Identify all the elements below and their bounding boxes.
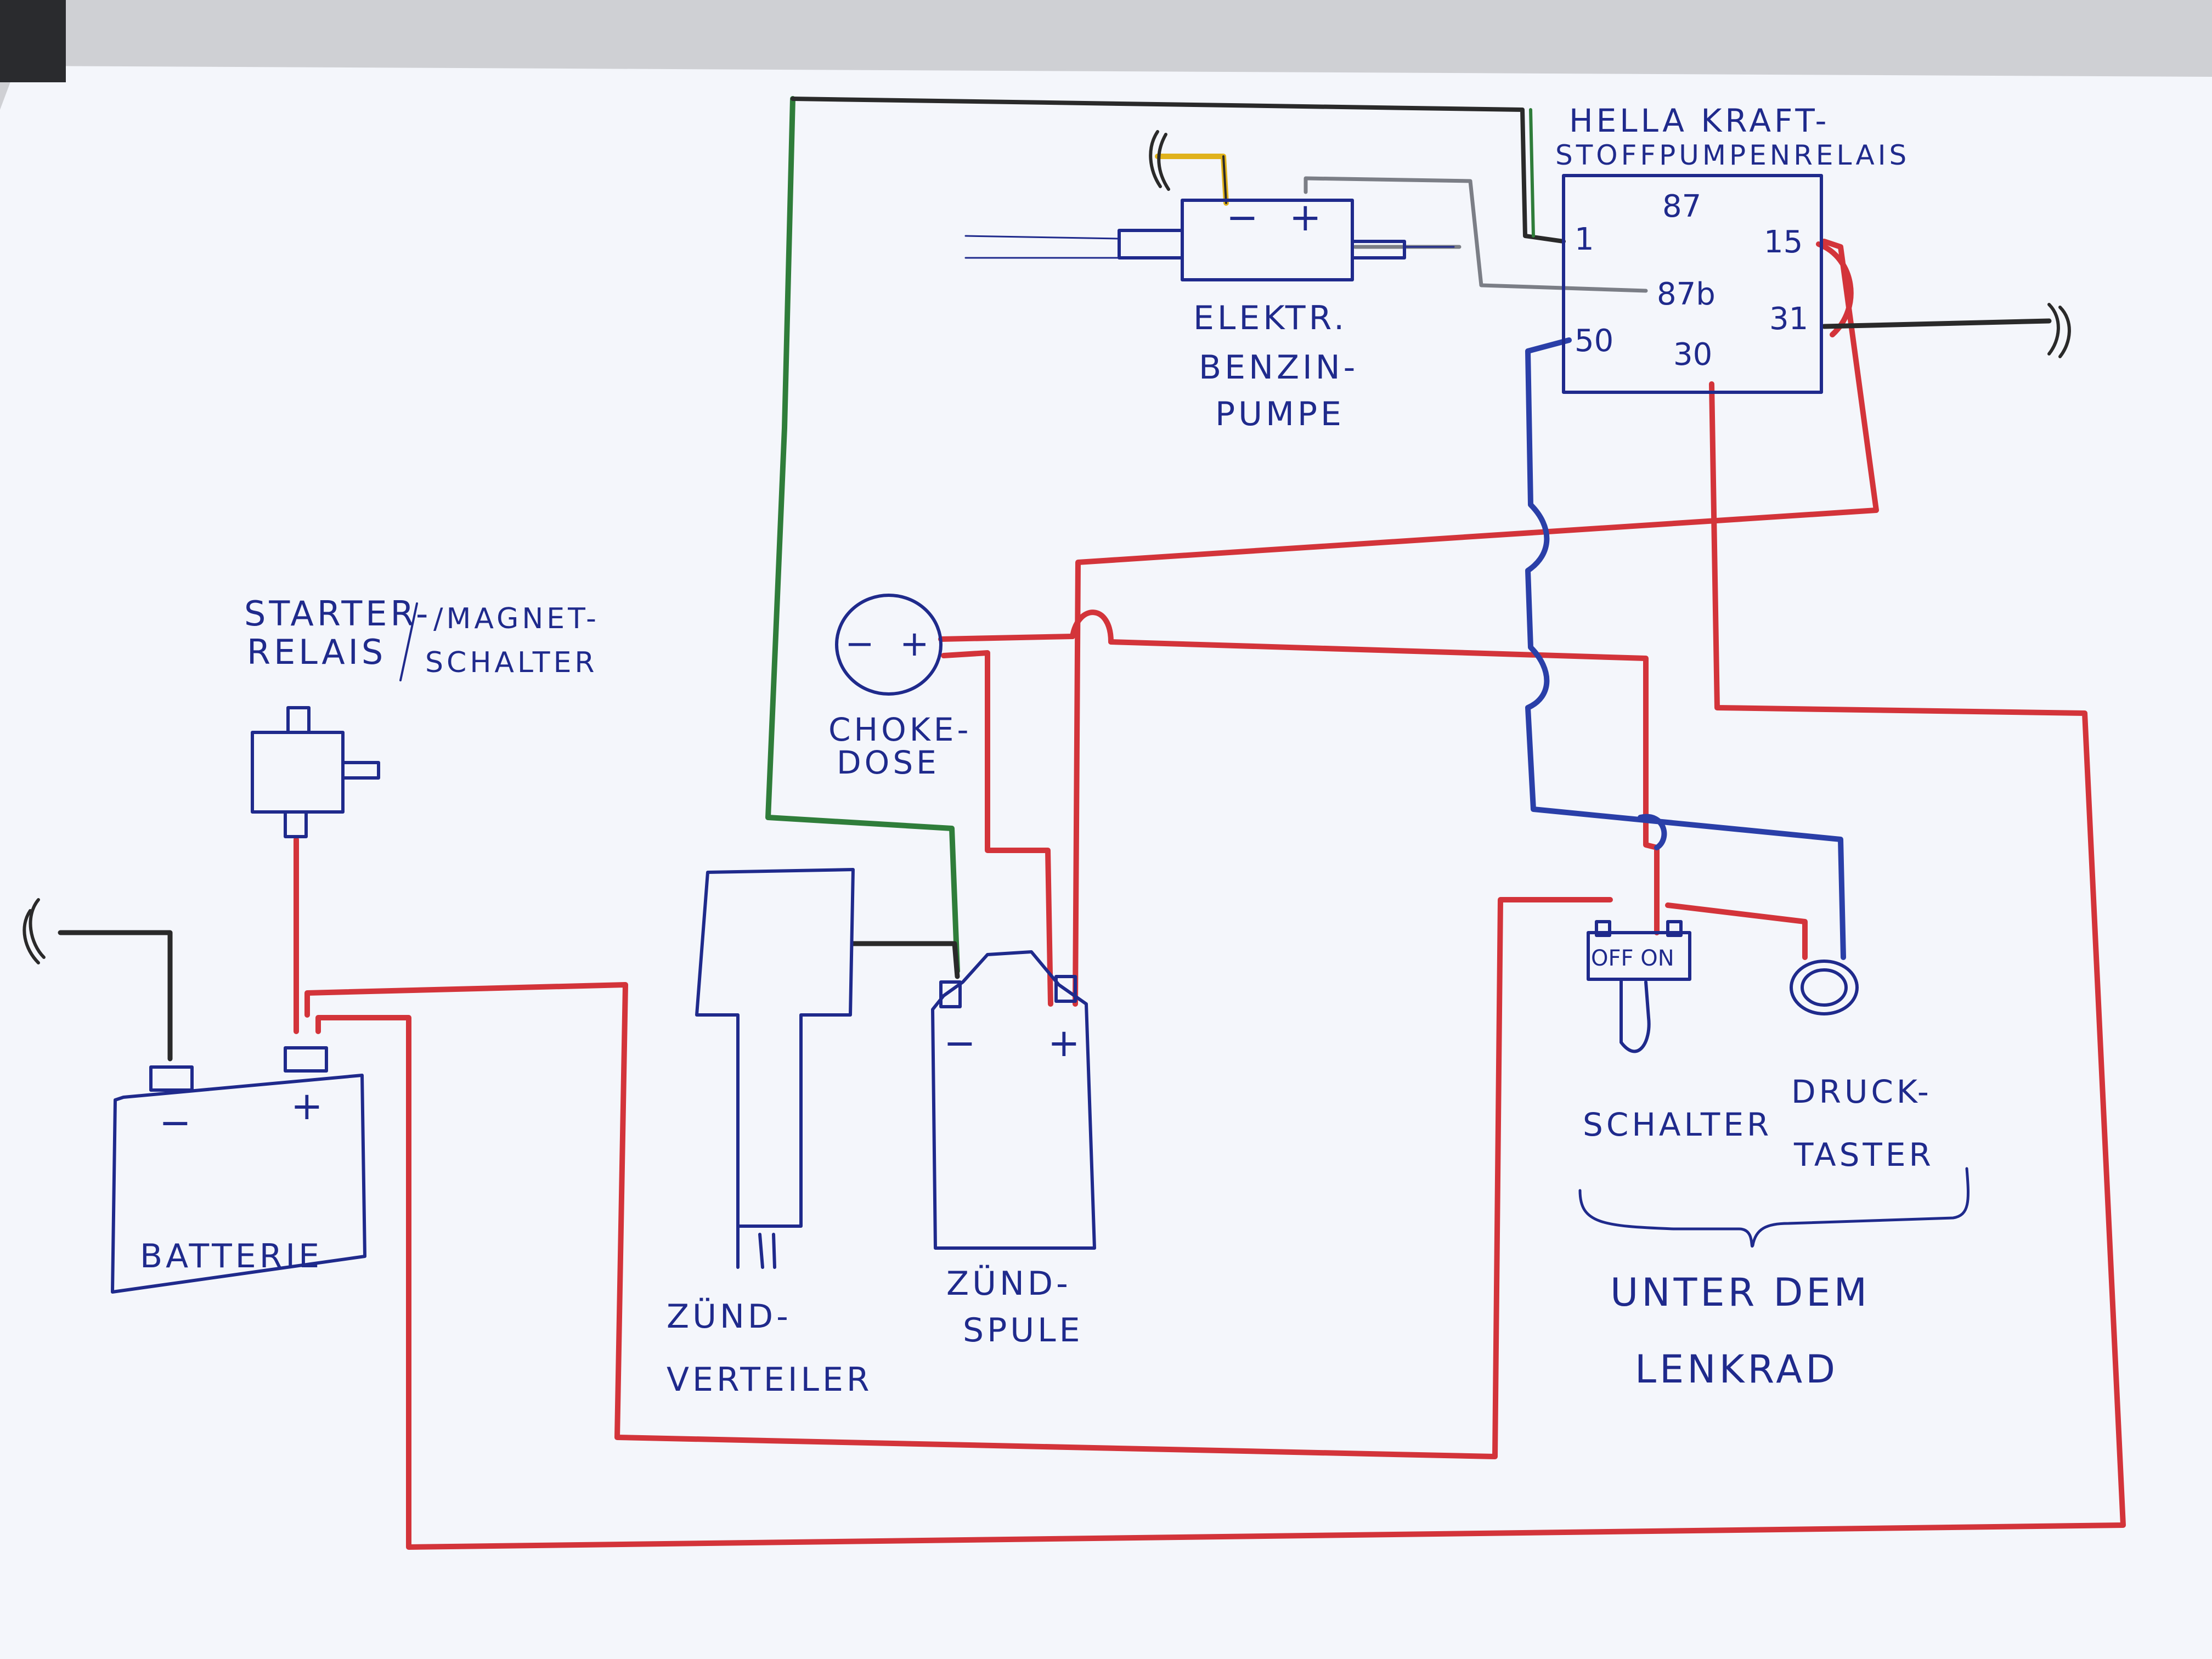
ground-symbols <box>22 130 2071 964</box>
wire-relay15-to-coil <box>1073 239 1879 1007</box>
wire-battery-main-loop <box>315 381 2126 1550</box>
relay-pin-30: 30 <box>1673 337 1712 373</box>
wire-choke-to-coil-plus <box>941 650 1053 1007</box>
wire-relay15-bracket <box>1816 241 1854 337</box>
hella-relay-box <box>1562 174 1823 394</box>
fuel-pump <box>964 199 1455 281</box>
choke-label-1: CHOKE- <box>828 711 972 748</box>
group-label-1: UNTER DEM <box>1610 1270 1870 1315</box>
distributor-label-2: VERTEILER <box>667 1361 873 1399</box>
toggle-switch <box>1587 920 1691 1053</box>
wire-red-hop <box>1070 610 1114 645</box>
ignition-distributor <box>695 868 855 1269</box>
group-label-2: LENKRAD <box>1635 1347 1838 1392</box>
hella-relay-label-1: HELLA KRAFT- <box>1569 102 1830 139</box>
wire-switch-to-button <box>1665 902 1808 960</box>
battery-label: BATTERIE <box>140 1237 323 1276</box>
ignition-coil <box>931 950 1096 1250</box>
button-label-1: DRUCK- <box>1791 1073 1932 1110</box>
green-black-wire <box>765 96 1566 974</box>
wire-blue-hop <box>1638 814 1667 850</box>
pump-label-1: ELEKTR. <box>1193 299 1347 337</box>
battery-ground-symbol <box>22 898 46 964</box>
wire-battery-inner-loop <box>304 897 1613 1459</box>
battery-minus: − <box>159 1100 191 1145</box>
paper-dark-corner <box>0 0 66 82</box>
distributor-label-1: ZÜND- <box>667 1297 792 1336</box>
choke-plus: + <box>900 624 929 664</box>
wire-relay31-ground <box>1821 318 2052 329</box>
coil-plus: + <box>1048 1020 1080 1065</box>
choke-minus: − <box>845 624 874 664</box>
black-wires <box>58 318 2052 1062</box>
relay-ground-symbol <box>2047 303 2071 358</box>
wire-battery-ground <box>58 930 173 1062</box>
pump-ground-symbol <box>1149 130 1170 191</box>
push-button <box>1790 960 1859 1015</box>
coil-minus: − <box>944 1020 976 1065</box>
wire-choke-to-switch <box>938 634 1660 935</box>
relay-pin-87: 87 <box>1662 189 1701 224</box>
starter-label-2: RELAIS <box>247 632 386 672</box>
relay-pin-15: 15 <box>1764 224 1803 260</box>
pump-label-2: BENZIN- <box>1199 348 1358 387</box>
choke-label-2: DOSE <box>837 744 940 781</box>
red-wires <box>294 239 2126 1550</box>
text-labels: HELLA KRAFT- STOFFPUMPENRELAIS 87 1 87b … <box>140 102 1934 1399</box>
relay-pin-87b: 87b <box>1657 276 1716 312</box>
pump-minus: − <box>1226 195 1259 240</box>
relay-pin-1: 1 <box>1575 222 1594 257</box>
hella-relay-label-2: STOFFPUMPENRELAIS <box>1555 139 1910 171</box>
blue-wires <box>1525 337 1846 960</box>
switch-label: SCHALTER <box>1583 1106 1772 1143</box>
group-brace <box>1578 1167 1970 1248</box>
pump-plus: + <box>1289 195 1322 240</box>
magnet-label-1: /MAGNET- <box>433 602 600 635</box>
choke-dose <box>835 594 943 696</box>
relay-pin-31: 31 <box>1769 301 1808 337</box>
relay-pin-50: 50 <box>1575 323 1613 359</box>
coil-label-2: SPULE <box>963 1311 1084 1350</box>
pump-label-3: PUMPE <box>1215 395 1345 433</box>
paper-sheet <box>0 66 2212 1659</box>
components <box>111 174 1970 1294</box>
button-label-2: TASTER <box>1793 1136 1934 1173</box>
starter-relay <box>251 706 380 838</box>
starter-label-1: STARTER- <box>244 594 431 634</box>
magnet-label-2: SCHALTER <box>425 646 598 679</box>
battery-plus: + <box>291 1084 323 1128</box>
wire-distributor-to-coil <box>850 941 960 979</box>
coil-label-1: ZÜND- <box>946 1264 1071 1303</box>
battery <box>111 1046 366 1294</box>
switch-marking: OFF ON <box>1591 946 1674 971</box>
wire-relay50-to-button <box>1525 337 1846 960</box>
